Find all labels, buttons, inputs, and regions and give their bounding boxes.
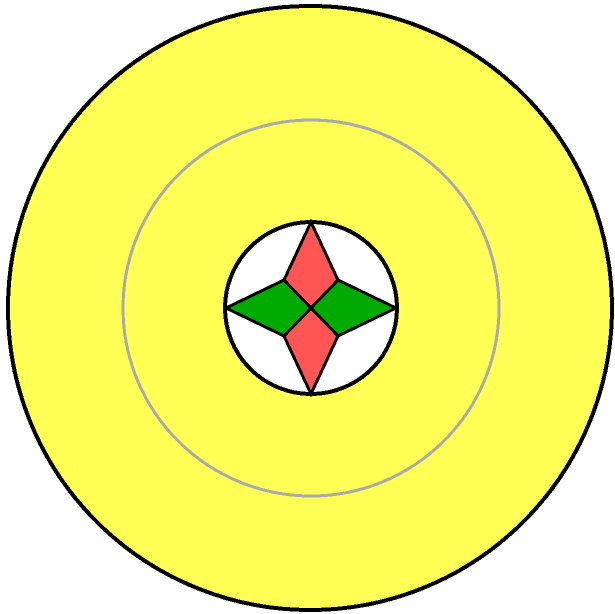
target-canvas — [0, 0, 615, 614]
concentric-target-figure — [0, 0, 615, 614]
